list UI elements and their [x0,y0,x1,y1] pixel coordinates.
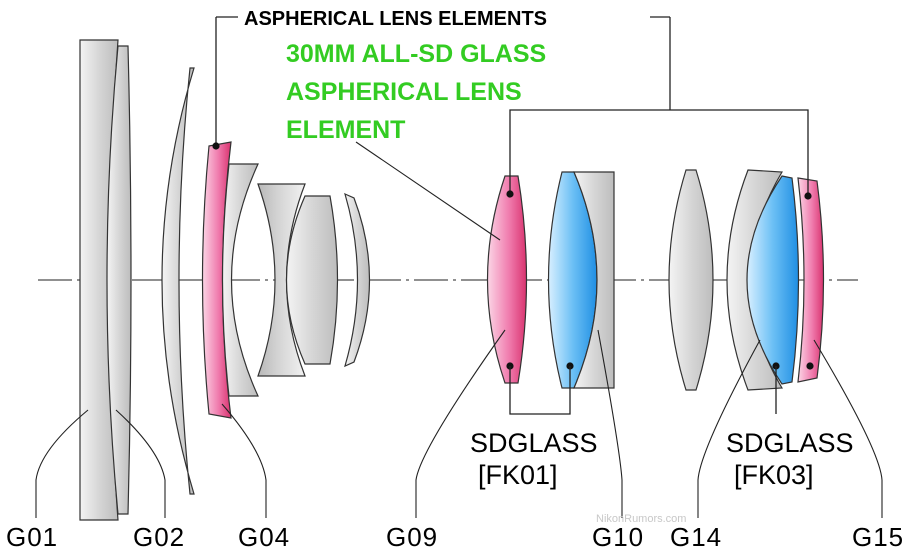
lens-g05 [221,163,259,397]
asph-dot-g15-top [804,192,812,200]
sd-glass-right-line1: SDGLASS [726,428,854,458]
asph-dot-g15-bottom [806,362,814,370]
label-g09: G09 [386,522,438,551]
green-callout-line-2: ASPHERICAL LENS [286,78,522,106]
label-g02: G02 [133,522,185,551]
lens-g12 [668,169,714,391]
lens-g03 [161,67,195,495]
label-g14: G14 [670,522,722,551]
label-g04: G04 [238,522,290,551]
lens-g07 [285,195,339,365]
label-g01: G01 [6,522,58,551]
lens-g06 [257,183,306,377]
leader-g02 [115,409,166,518]
leader-g01 [35,409,89,518]
title-bracket-rear [509,109,809,196]
leader-g14 [697,339,761,518]
lens-g11 [573,171,615,389]
watermark: NikonRumors.com [596,513,686,525]
leader-g15 [813,339,883,518]
lens-g08 [344,192,371,368]
green-callout-line-3: ELEMENT [286,116,405,144]
sd-glass-left-line2: [FK01] [478,460,558,490]
label-g10: G10 [592,522,644,551]
lens-g09-aspherical [486,175,528,384]
sd-glass-right-line2: [FK03] [734,460,814,490]
lens-g02 [106,45,132,515]
green-callout-leader [355,141,501,241]
sd-bracket-left [509,366,571,415]
leader-g09 [415,329,506,518]
aspherical-title: ASPHERICAL LENS ELEMENTS [244,8,547,30]
green-callout-line-1: 30MM ALL-SD GLASS [286,40,546,68]
asph-dot-g04 [212,142,220,150]
label-g15: G15 [852,522,904,551]
lens-g15-aspherical [797,177,825,383]
asph-dot-g09-top [506,190,514,198]
lens-g14-sd-fk03 [746,175,800,385]
leader-g10 [597,329,623,518]
sd-glass-left-line1: SDGLASS [470,428,598,458]
leader-g04 [221,403,267,518]
